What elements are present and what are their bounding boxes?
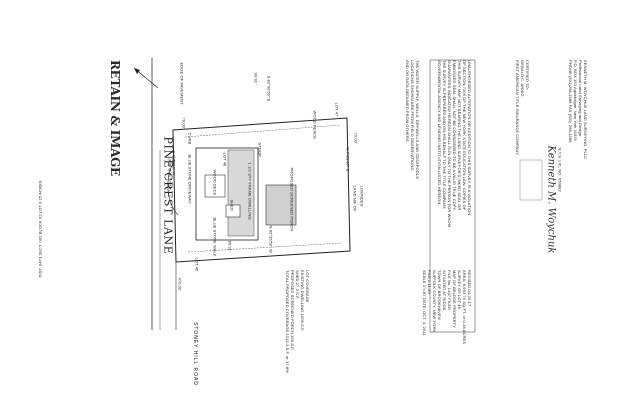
coverage-line: TOTAL PROPOSED COVERAGE 1233.3 S.F. or 1… [285, 270, 290, 373]
town: TOWN OF BROOKHAVEN [437, 270, 442, 320]
land-now-label: LAND N/F OF [352, 185, 358, 212]
fence-label: WOOD FENCE [312, 110, 318, 140]
firm-block: KENNETH M. WOYCHUK LAND SURVEYING, PLLC … [564, 60, 588, 210]
certified-title: CERTIFIED TO: [525, 60, 530, 90]
driveway-label: BLUE STONE DRIVEWAY [187, 154, 193, 204]
firm-sub: Professional Land Surveying and Design [578, 60, 583, 137]
scale-date: SCALE 1"=30' DATE: OCT. 4, 2011 [422, 270, 427, 336]
coverage-line: PROPOSED SCREENED PORCH 195 S.F. [290, 270, 295, 351]
north-distance: 99.91' [253, 72, 259, 84]
certified-name: FIRST AMERICAN TITLE INSURANCE COMPANY [515, 60, 520, 155]
revised-date: REVISED 04-20-17 [467, 270, 472, 307]
curb-label: CURB [187, 132, 193, 145]
east-bearing: N 7°23'10" E [345, 147, 351, 172]
coverage-line: EXISTING DWELLING 1009 S.F. [300, 270, 305, 332]
notes-block: UNAUTHORIZED ALTERATION OR ADDITION TO T… [422, 60, 472, 250]
porch-label: PROPOSED SCREENED PORCH [289, 167, 295, 232]
note-line: GUARANTEES INDICATED HEREON SHALL RUN ON… [447, 60, 452, 228]
tie-distance: 470.00' [177, 277, 183, 292]
survey-info-block: REVISED 04-20-17 AREA: 6,993.70 SQ.FT. o… [402, 270, 472, 390]
seal-box [519, 159, 543, 201]
south-distance: 99.91' [227, 240, 233, 252]
certified-name: GERALD C. ARNIG [520, 60, 525, 97]
firm-phone: PHONE (631)298-1588 FAX (631) 298-1588 [568, 60, 573, 143]
deck-outline [204, 174, 226, 198]
area: AREA: 6,993.70 SQ.FT. or 0.16 ACRES [462, 270, 467, 344]
water-note-line: LOCATIONS SHOWN ARE FROM FIELD OBSERVATI… [410, 60, 415, 171]
surveyor-signature: Kenneth M. Woychuk [545, 145, 557, 254]
retain-image-logo: RETAIN & IMAGE [108, 60, 122, 176]
coverage-block: LOT COVERAGE EXISTING DWELLING 1009 S.F.… [250, 270, 310, 390]
east-distance: 70.00' [353, 132, 359, 144]
walk-label: BLUE STONE WALK [212, 217, 218, 257]
deck-label: WOOD DECK [212, 169, 218, 196]
water-note-line: THE WATER SUPPLY, WELLS, DRYWELLS AND CE… [415, 60, 420, 179]
coverage-title: LOT COVERAGE [305, 270, 310, 303]
shed-outline [225, 204, 241, 218]
lot-right-label: LOT 47 [334, 102, 340, 117]
note-line: GOVERNMENTAL AGENCY AND LENDING INSTITUT… [437, 60, 442, 206]
note-line: UNAUTHORIZED ALTERATION OR ADDITION TO T… [467, 60, 472, 216]
firm-name: KENNETH M. WOYCHUK LAND SURVEYING, PLLC [583, 60, 588, 160]
stoop-label: STOOP [257, 142, 263, 157]
shed-label: SHED [229, 199, 235, 212]
county: SUFFOLK COUNTY, NEW YORK [432, 270, 437, 333]
road-name: STONEY HILL ROAD [192, 322, 198, 386]
west-distance: 70.00' [181, 117, 187, 129]
north-arrow-head [134, 68, 140, 74]
porch-outline [265, 184, 297, 226]
note-line: EMBOSSED SEAL SHALL NOT BE CONSIDERED TO… [452, 60, 457, 212]
note-line: THIS SURVEY MAP NOT BEARING THE LAND SUR… [457, 60, 462, 211]
north-bearing: S 82°36'50" E [266, 75, 272, 102]
header-strip: DIST. 0473 SECT. 002 BLOCK 02 LOT 0.25 A… [37, 180, 43, 278]
driveway-curve [167, 159, 179, 216]
west-bearing: S 7°23'10" W [171, 150, 177, 176]
dwelling-shaded [227, 149, 255, 237]
lot-left-label: LOT 45 [194, 257, 200, 272]
note-line: OF SECTION 7209 OF THE NEW YORK STATE ED… [462, 60, 467, 211]
land-owner-label: LOWNDES [359, 185, 365, 207]
fence-north [184, 124, 341, 138]
filed: FILE No. 1347 FILED [447, 270, 452, 311]
certified-block: CERTIFIED TO: GERALD C. ARNIG FIRST AMER… [510, 60, 530, 160]
surveyor-license: N.Y.S. LIC. NO. 050882 [557, 147, 563, 192]
map-of: MAP OF BELDOE PROPERTY [452, 270, 457, 328]
lot-boundary [172, 117, 351, 263]
firm-address: P.O. BOX 153 Aquebogue, New York 11931 [573, 60, 578, 142]
edge-of-pavement-label: EDGE OF PAVEMENT [179, 62, 185, 105]
house-label: 1 1/2 STY FRAME DWELLING [247, 162, 253, 220]
title-block-frame [429, 59, 476, 333]
water-note-block: THE WATER SUPPLY, WELLS, DRYWELLS AND CE… [400, 60, 420, 180]
fence-south [187, 242, 343, 253]
situated: SITUATED AT RIDGE [442, 270, 447, 311]
lot-here-label: LOT 46 [222, 152, 228, 167]
